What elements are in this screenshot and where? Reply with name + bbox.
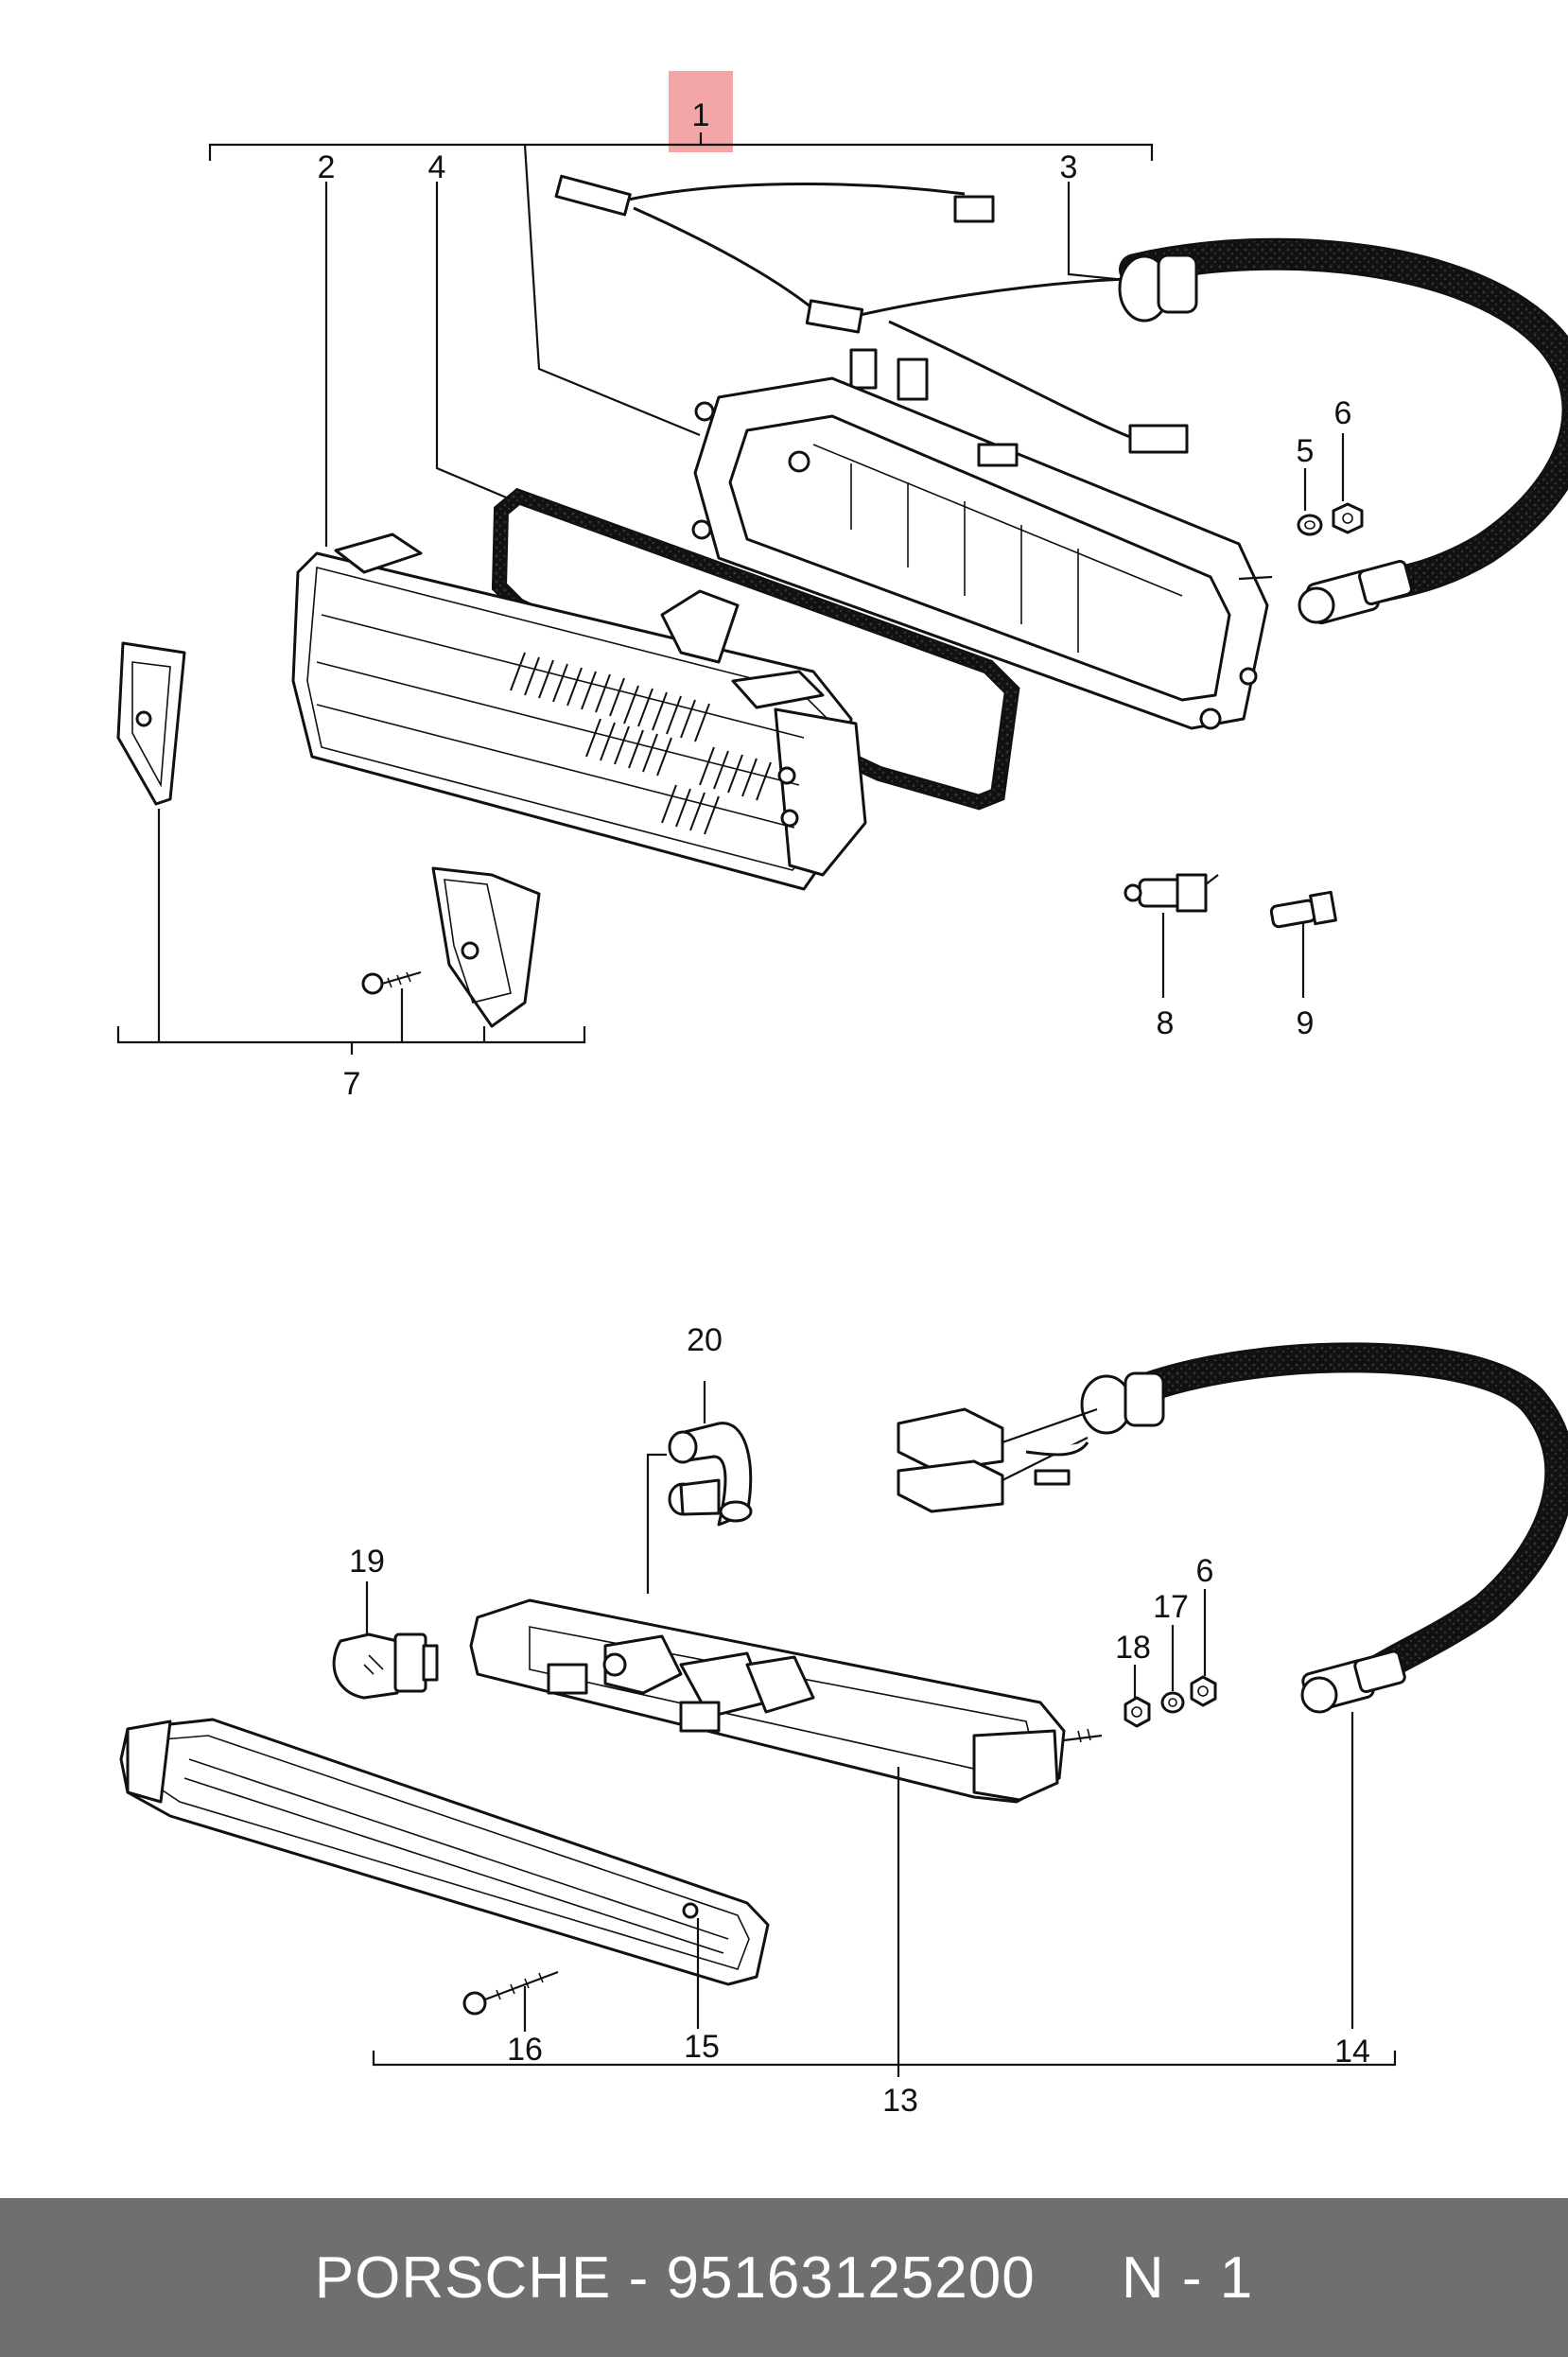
screw-7 xyxy=(361,970,422,995)
callout-20[interactable]: 20 xyxy=(687,1322,723,1358)
headlamp-lens xyxy=(291,533,867,891)
leader-1b xyxy=(523,144,701,437)
parts-diagram: 1 2 4 3 5 6 7 8 9 20 19 17 6 18 16 15 13… xyxy=(116,71,1568,2119)
bracket-13 xyxy=(372,2051,1397,2067)
callout-8[interactable]: 8 xyxy=(1157,1005,1175,1041)
bulb-9 xyxy=(1269,890,1337,929)
turn-signal-housing xyxy=(469,1598,1103,1804)
callout-7[interactable]: 7 xyxy=(343,1066,361,1102)
upper-assembly xyxy=(116,71,1568,1055)
callout-3[interactable]: 3 xyxy=(1060,149,1078,185)
callout-18[interactable]: 18 xyxy=(1115,1630,1151,1666)
callout-17[interactable]: 17 xyxy=(1153,1589,1189,1625)
bulb-8 xyxy=(1124,873,1219,913)
turn-signal-lens xyxy=(119,1718,770,1986)
hose-20 xyxy=(668,1422,753,1527)
gasket xyxy=(491,487,1020,811)
leader-3 xyxy=(1067,182,1117,281)
callout-6-lower[interactable]: 6 xyxy=(1196,1553,1214,1589)
callout-4[interactable]: 4 xyxy=(428,149,446,185)
side-marker-right xyxy=(431,866,541,1028)
screw-16 xyxy=(462,1970,559,2016)
lower-grommet xyxy=(1080,1371,1165,1435)
callout-1[interactable]: 1 xyxy=(692,97,710,133)
connector-plate xyxy=(897,1407,1098,1513)
callout-14[interactable]: 14 xyxy=(1334,2034,1370,2069)
washer-17 xyxy=(1160,1691,1185,1714)
upper-grommet xyxy=(1118,253,1198,323)
lower-cable xyxy=(1129,1342,1568,1689)
callout-2[interactable]: 2 xyxy=(318,149,336,185)
lower-connector xyxy=(1300,1650,1406,1714)
leader-4 xyxy=(435,182,512,501)
side-marker-left xyxy=(116,641,186,806)
callout-6-upper[interactable]: 6 xyxy=(1334,395,1352,431)
part-number-caption: PORSCHE - 95163125200 N - 1 xyxy=(314,2244,1254,2311)
upper-connector xyxy=(1298,559,1413,625)
callout-5[interactable]: 5 xyxy=(1297,433,1315,469)
callout-16[interactable]: 16 xyxy=(507,2032,543,2068)
bracket-7 xyxy=(116,1026,586,1044)
nut-6-upper xyxy=(1332,502,1364,534)
footer-bar: PORSCHE - 95163125200 N - 1 xyxy=(0,2198,1568,2357)
callout-19[interactable]: 19 xyxy=(349,1544,385,1580)
bulb-19 xyxy=(332,1632,439,1700)
nut-6-lower xyxy=(1190,1675,1217,1707)
callout-13[interactable]: 13 xyxy=(882,2083,918,2119)
nut-18 xyxy=(1124,1696,1151,1728)
callout-labels: 1 2 4 3 5 6 7 8 9 20 19 17 6 18 16 15 13… xyxy=(318,97,1370,2119)
lamp-housing xyxy=(691,376,1273,730)
leader-20b xyxy=(646,1453,667,1594)
wiring-harness xyxy=(554,174,1189,454)
washer-5 xyxy=(1297,514,1323,536)
bracket-1 xyxy=(208,143,1154,161)
callout-15[interactable]: 15 xyxy=(684,2029,720,2065)
callout-9[interactable]: 9 xyxy=(1297,1005,1315,1041)
lower-assembly xyxy=(119,1342,1568,2077)
